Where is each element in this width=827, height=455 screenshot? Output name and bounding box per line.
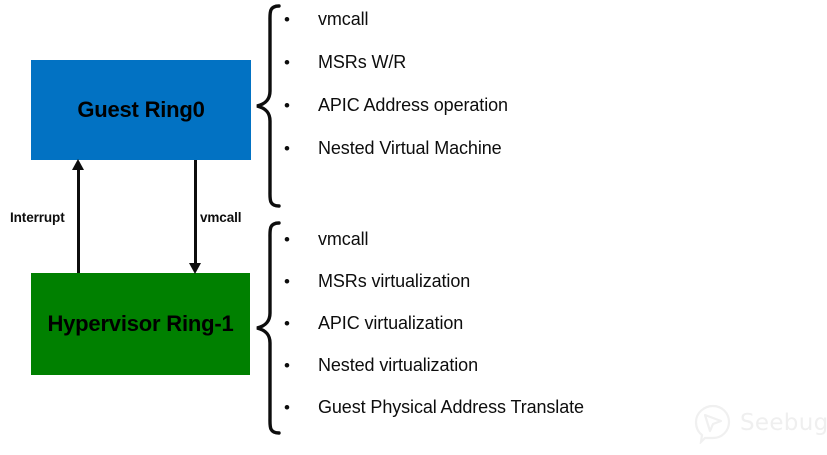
watermark-label: Seebug: [740, 410, 827, 436]
bullet-icon: •: [284, 314, 290, 333]
guest-ring0-label: Guest Ring0: [77, 97, 205, 122]
vmcall-arrow-line: [194, 160, 197, 265]
list-item: • APIC Address operation: [284, 92, 508, 135]
hypervisor-ring1-label: Hypervisor Ring-1: [47, 311, 234, 336]
bullet-icon: •: [284, 230, 290, 249]
list-item-label: Nested virtualization: [318, 355, 478, 375]
vmcall-arrow-head-icon: [189, 263, 201, 274]
bullet-icon: •: [284, 272, 290, 291]
interrupt-arrow-label: Interrupt: [10, 210, 65, 225]
list-item-label: Guest Physical Address Translate: [318, 397, 584, 417]
bullet-icon: •: [284, 96, 290, 115]
interrupt-arrow-line: [77, 168, 80, 273]
list-item-label: vmcall: [318, 9, 369, 29]
hypervisor-ring1-box: Hypervisor Ring-1: [31, 273, 250, 375]
list-item: • vmcall: [284, 6, 508, 49]
bullet-icon: •: [284, 398, 290, 417]
watermark: Seebug: [692, 402, 827, 446]
hypervisor-capability-list: • vmcall • MSRs virtualization • APIC vi…: [284, 226, 584, 436]
list-item-label: Nested Virtual Machine: [318, 138, 502, 158]
bullet-icon: •: [284, 139, 290, 158]
list-item-label: MSRs virtualization: [318, 271, 471, 291]
list-item-label: MSRs W/R: [318, 52, 407, 72]
bullet-icon: •: [284, 356, 290, 375]
list-item: • Guest Physical Address Translate: [284, 394, 584, 436]
list-item-label: vmcall: [318, 229, 369, 249]
interrupt-arrow-head-icon: [72, 159, 84, 170]
seebug-logo-icon: [692, 402, 734, 446]
list-item-label: APIC virtualization: [318, 313, 464, 333]
list-item-label: APIC Address operation: [318, 95, 508, 115]
bullet-icon: •: [284, 53, 290, 72]
list-item: • Nested virtualization: [284, 352, 584, 394]
list-item: • APIC virtualization: [284, 310, 584, 352]
guest-group-brace-icon: [255, 3, 281, 214]
guest-capability-list: • vmcall • MSRs W/R • APIC Address opera…: [284, 6, 508, 178]
guest-ring0-box: Guest Ring0: [31, 60, 251, 160]
vmcall-arrow-label: vmcall: [200, 210, 242, 225]
hypervisor-group-brace-icon: [255, 220, 281, 441]
list-item: • vmcall: [284, 226, 584, 268]
list-item: • Nested Virtual Machine: [284, 135, 508, 178]
list-item: • MSRs W/R: [284, 49, 508, 92]
bullet-icon: •: [284, 10, 290, 29]
list-item: • MSRs virtualization: [284, 268, 584, 310]
